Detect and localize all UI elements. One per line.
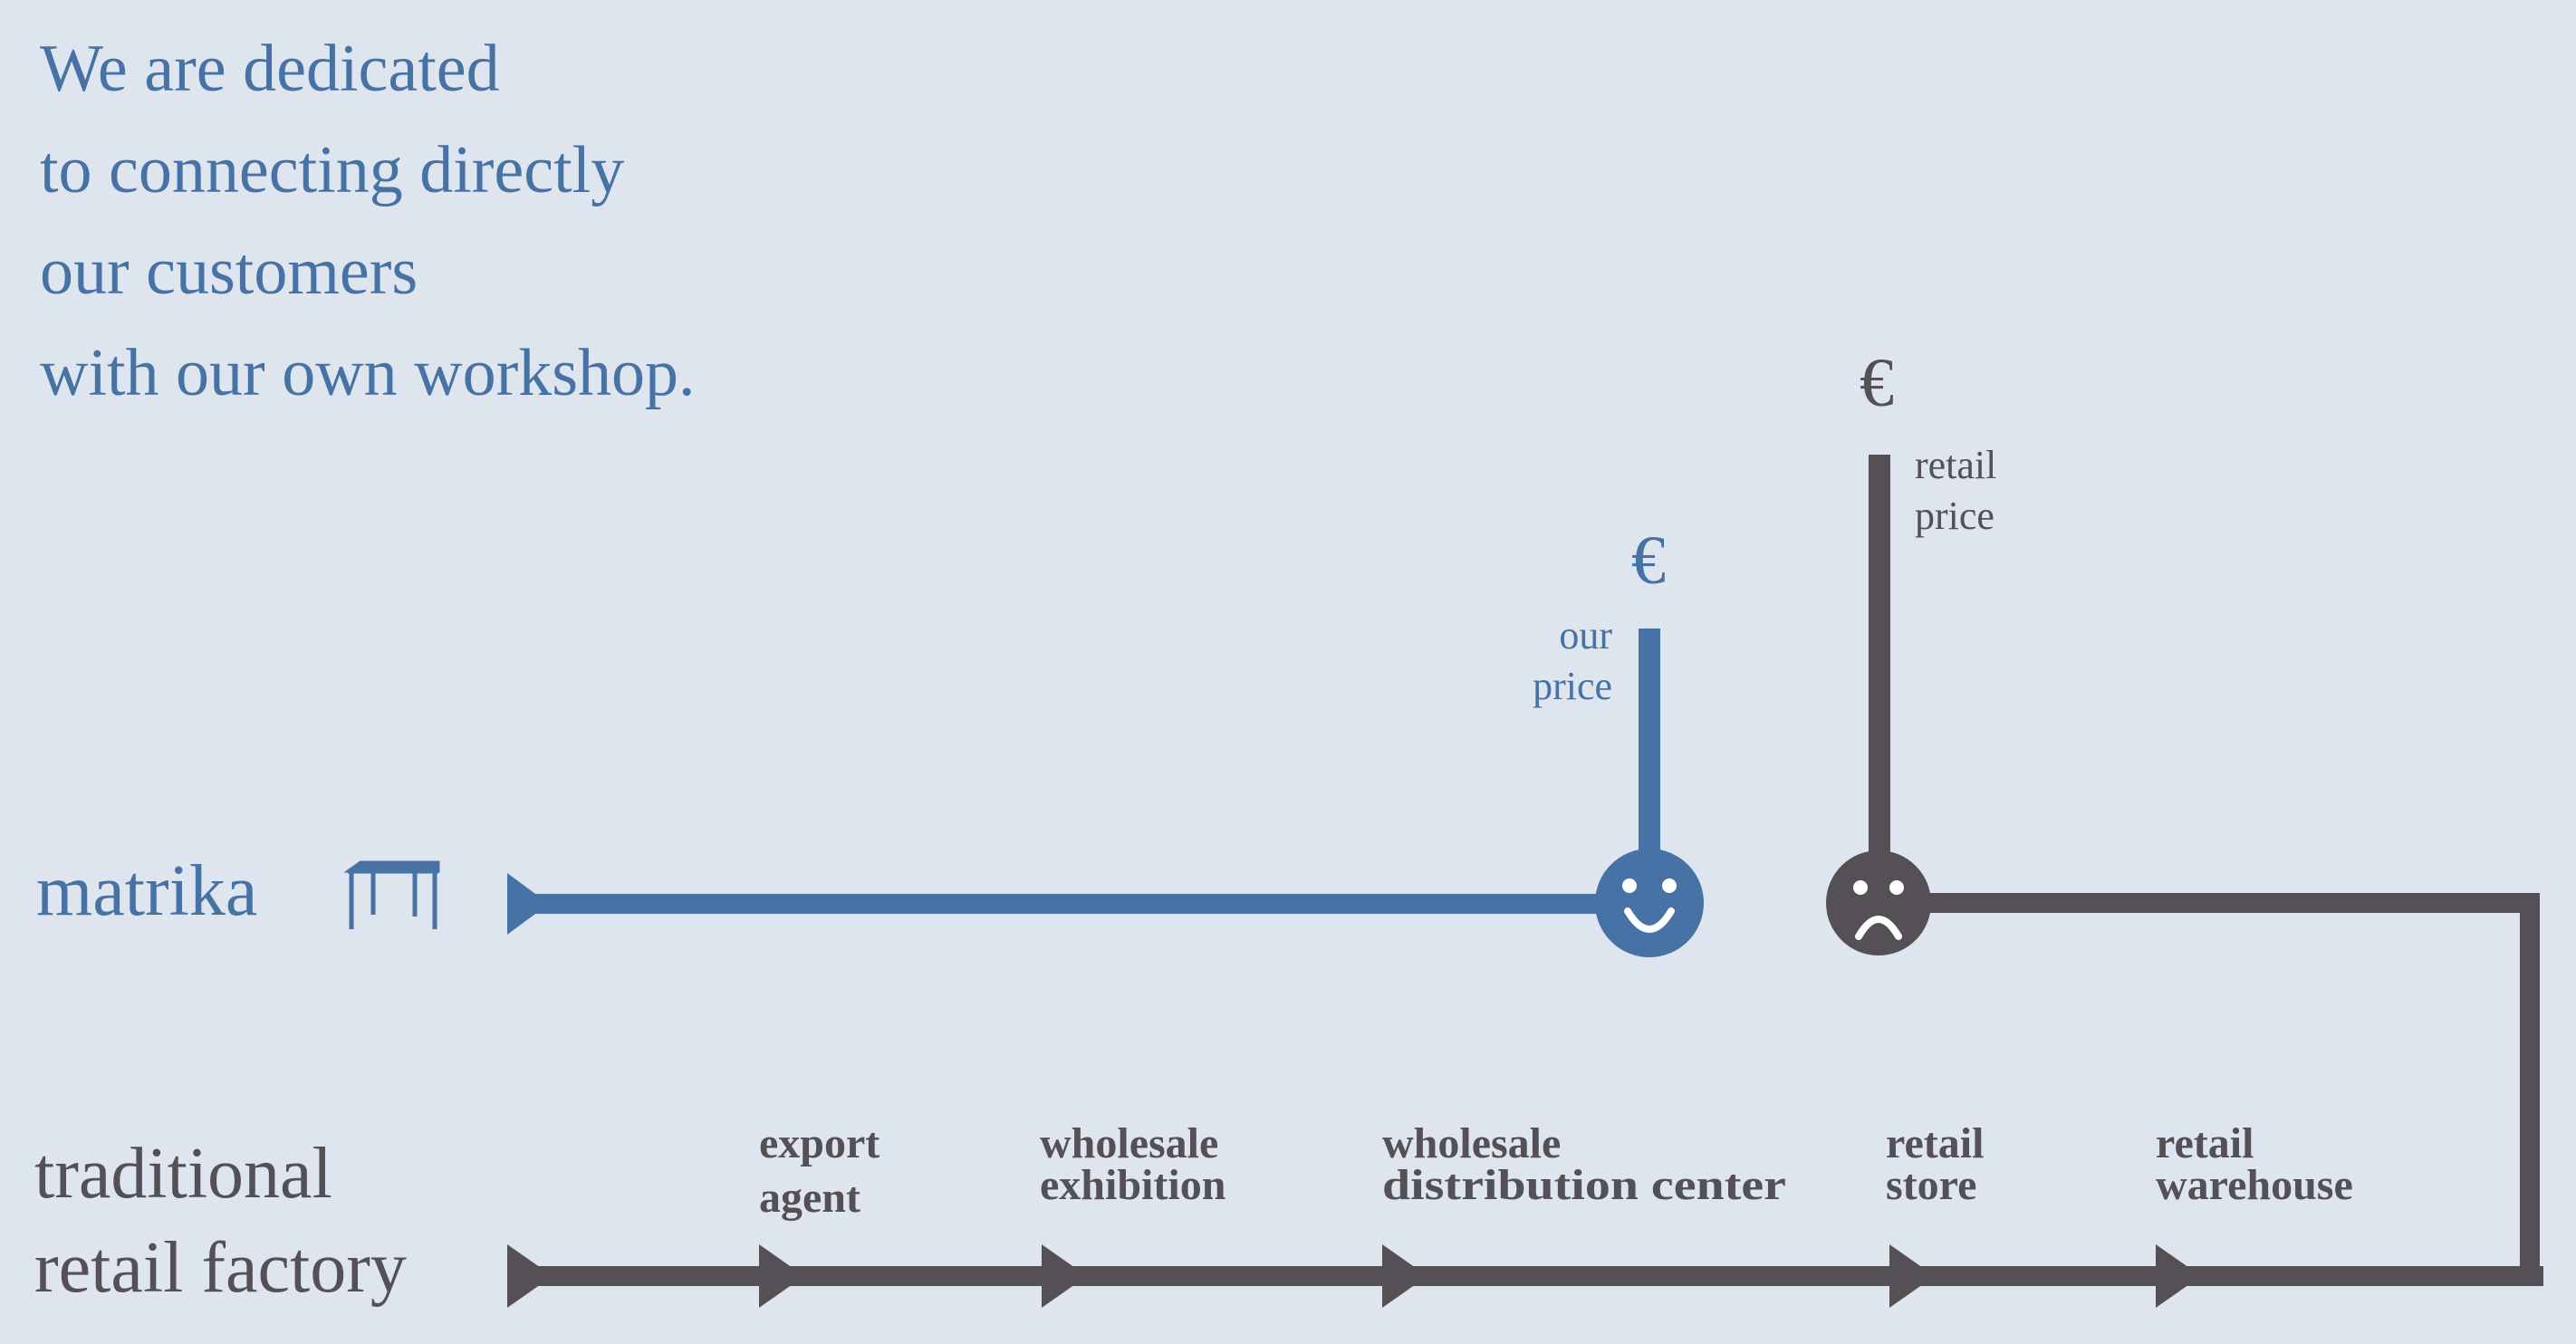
traditional-arrow-retail-store	[1889, 1244, 1935, 1308]
retail-price-label-line-2: price	[1915, 494, 1994, 538]
stage-label-line-2: warehouse	[2156, 1161, 2353, 1209]
stage-export-agent: export agent	[759, 1119, 879, 1222]
sad-face-icon	[1826, 850, 1931, 955]
headline-line-4: with our own workshop.	[40, 336, 696, 410]
stage-label-line-2: exhibition	[1040, 1161, 1226, 1209]
traditional-arrow-start	[507, 1244, 553, 1308]
our-price-euro: €	[1631, 523, 1666, 599]
stage-label-line-2: distribution center	[1382, 1161, 1786, 1209]
traditional-arrow-export-agent	[759, 1244, 804, 1308]
headline-line-3: our customers	[40, 235, 418, 309]
smiley-face-icon	[1595, 849, 1704, 957]
traditional-arrow-retail-warehouse	[2156, 1244, 2201, 1308]
traditional-arrow-distribution-center	[1382, 1244, 1427, 1308]
stage-label-line-2: agent	[759, 1174, 860, 1222]
matrika-label: matrika	[36, 851, 257, 931]
retail-price-euro: €	[1860, 345, 1894, 421]
stage-retail-warehouse: retail warehouse	[2156, 1119, 2353, 1209]
traditional-path: traditional retail factory export agent …	[34, 345, 2543, 1308]
our-price-label-line-1: our	[1559, 613, 1612, 658]
our-price-label-line-2: price	[1533, 664, 1612, 708]
traditional-label-line-2: retail factory	[34, 1228, 407, 1308]
stage-label-line-1: wholesale	[1382, 1119, 1561, 1167]
traditional-top-line	[1893, 893, 2540, 913]
stage-label-line-1: export	[759, 1119, 879, 1167]
traditional-label-line-1: traditional	[34, 1134, 332, 1214]
our-price-bar	[1639, 629, 1660, 882]
headline-line-2: to connecting directly	[40, 133, 624, 207]
traditional-arrow-wholesale-exhibition	[1042, 1244, 1087, 1308]
stage-label-line-2: store	[1886, 1161, 1976, 1209]
matrika-arrow-head	[507, 873, 549, 935]
headline: We are dedicated to connecting directly …	[40, 32, 696, 410]
stage-retail-store: retail store	[1886, 1119, 1984, 1209]
stage-label-line-1: retail	[1886, 1119, 1984, 1167]
stage-label-line-1: retail	[2156, 1119, 2254, 1167]
matrika-path: matrika € our price	[36, 523, 1704, 957]
matrika-line	[534, 894, 1658, 914]
stage-wholesale-exhibition: wholesale exhibition	[1040, 1119, 1226, 1209]
traditional-right-line	[2520, 893, 2540, 1286]
retail-price-label-line-1: retail	[1915, 443, 1996, 487]
stage-label-line-1: wholesale	[1040, 1119, 1218, 1167]
headline-line-1: We are dedicated	[40, 32, 500, 106]
retail-price-bar	[1869, 455, 1890, 884]
traditional-bottom-line	[534, 1266, 2543, 1286]
table-icon	[343, 860, 440, 929]
stage-wholesale-distribution-center: wholesale distribution center	[1382, 1119, 1786, 1209]
